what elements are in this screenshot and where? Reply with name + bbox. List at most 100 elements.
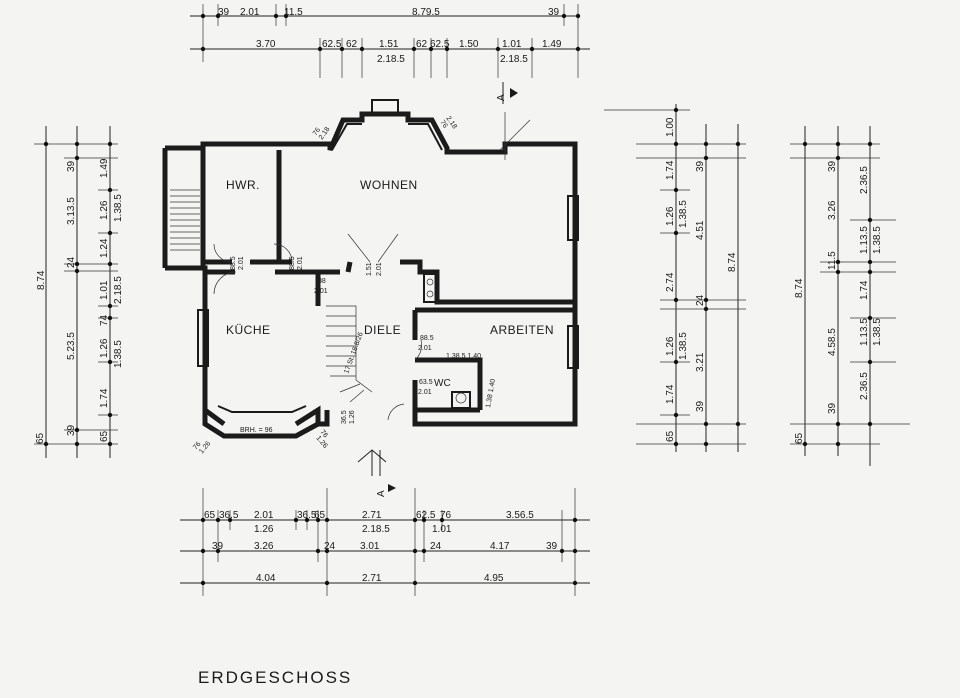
annotation-bay-g: 76 xyxy=(318,429,328,440)
dim-bottom2-4: 3.01 xyxy=(360,541,380,552)
dim-top2-sub-1: 2.18.5 xyxy=(377,54,405,65)
window-right-2 xyxy=(567,325,579,369)
annotation-stair: 17 St. 18.8/26 xyxy=(343,331,365,374)
annotation-door1-a: 88.5 xyxy=(230,256,237,270)
top-bay-window xyxy=(331,123,443,151)
annotation-brh: BRH. = 96 xyxy=(240,427,273,434)
dim-top-2: 2.01 xyxy=(240,7,260,18)
dim-bottom2-7: 39 xyxy=(546,541,558,552)
dim-top-5: 39 xyxy=(548,7,560,18)
room-labels: HWR. WOHNEN KÜCHE DIELE ARBEITEN WC xyxy=(226,178,554,389)
dim-left2-1: 3.13.5 xyxy=(66,197,77,225)
right-dimension-chains: 1.00 1.74 1.26 2.74 1.26 1.74 65 1.38.5 … xyxy=(604,104,746,452)
dim-left3-8: 65 xyxy=(99,430,110,442)
dim-farright-a1: 39 xyxy=(827,160,838,172)
dim-right-b5: 39 xyxy=(695,400,706,412)
annotation-bay-f: 1.26 xyxy=(198,440,212,455)
dim-farright-b2: 1.13.5 xyxy=(859,226,870,254)
wc-wall xyxy=(412,357,483,413)
annotation-door7-b: 1.26 xyxy=(349,410,356,424)
room-label-wc: WC xyxy=(434,378,451,389)
annotation-door3-a: 88 xyxy=(318,278,326,285)
dim-top-4: 8.79.5 xyxy=(412,7,440,18)
dim-right-a3: 1.26 xyxy=(665,206,676,226)
room-label-arbeiten: ARBEITEN xyxy=(490,323,554,337)
annotation-pencil-a: 1.38.5 1.40 xyxy=(446,353,481,360)
arbeiten-wall xyxy=(412,307,575,340)
dim-bottom1-8: 76 xyxy=(440,510,452,521)
dim-right-b2: 4.51 xyxy=(695,220,706,240)
dim-right-b3: 24 xyxy=(695,294,706,306)
chimney xyxy=(423,273,437,303)
dim-bottom1-sub-3: 1.01 xyxy=(432,524,452,535)
dim-farright-b-sub-2: 1.38.5 xyxy=(872,318,883,346)
dim-left3-7: 1.74 xyxy=(99,388,110,408)
dim-top2-4: 1.51 xyxy=(379,39,399,50)
dim-left3-2: 1.26 xyxy=(99,200,110,220)
annotation-door6-a: 63.5 xyxy=(419,379,433,386)
dim-left2-5: 65 xyxy=(35,432,46,444)
dim-top2-3: 62 xyxy=(346,39,358,50)
dim-farright-a3: 4.58.5 xyxy=(827,328,838,356)
window-kitchen-left xyxy=(197,309,209,367)
dim-top2-sub-2: 2.18.5 xyxy=(500,54,528,65)
window-top-bay xyxy=(371,99,399,115)
annotation-door7-a: 36.5 xyxy=(341,410,348,424)
window-right-1 xyxy=(567,195,579,241)
kitchen-bay xyxy=(202,410,320,439)
dim-top2-5: 62 xyxy=(416,39,428,50)
annotation-bay-a: 76 xyxy=(312,127,322,137)
dim-right-a-sub-1: 1.38.5 xyxy=(678,200,689,228)
dim-left3-sub-2: 2.18.5 xyxy=(113,276,124,304)
section-label-top: A xyxy=(496,94,507,101)
annotation-door1-b: 2.01 xyxy=(238,256,245,270)
wohnen-bottom-wall xyxy=(400,259,575,305)
dim-bottom1-9: 3.56.5 xyxy=(506,510,534,521)
dim-right-a-sub-2: 1.38.5 xyxy=(678,332,689,360)
annotation-door2-a: 88.5 xyxy=(289,256,296,270)
far-right-dimension-chains: 8.74 65 39 11.5 4.58.5 39 3.26 1.13.5 1.… xyxy=(790,126,910,466)
diele-wall xyxy=(318,261,353,275)
annotation-bay-h: 1.26 xyxy=(314,435,328,450)
annotation-bay-c: 76 xyxy=(438,119,448,129)
dim-bottom3-3: 4.95 xyxy=(484,573,504,584)
dim-farright-a4: 39 xyxy=(827,402,838,414)
dim-left2-3: 5.23.5 xyxy=(66,332,77,360)
bottom-dimension-chains: 65 36.5 2.01 36.5 65 2.71 62.5 76 3.56.5… xyxy=(180,488,590,596)
dim-right-a2: 1.74 xyxy=(665,160,676,180)
dim-right-a1: 1.00 xyxy=(665,117,676,137)
dim-farright-a2: 11.5 xyxy=(827,251,838,270)
dim-farright-a5: 65 xyxy=(794,432,805,444)
dim-bottom2-1: 39 xyxy=(212,541,224,552)
dim-right-b4: 3.21 xyxy=(695,352,706,372)
outer-wall xyxy=(162,111,578,427)
building-outline xyxy=(162,99,579,439)
section-marker-bottom: A xyxy=(357,449,396,497)
dim-farright-c2: 1.74 xyxy=(859,280,870,300)
room-label-hwr: HWR. xyxy=(226,178,260,192)
dim-bottom1-sub-2: 2.18.5 xyxy=(362,524,390,535)
dim-bottom3-1: 4.04 xyxy=(256,573,276,584)
dim-left-total: 8.74 xyxy=(36,270,47,290)
annotation-door6-b: 2.01 xyxy=(418,389,432,396)
door-swings xyxy=(213,233,422,421)
dim-top-1: 39 xyxy=(218,7,230,18)
annotation-door3-b: 2.01 xyxy=(314,288,328,295)
dim-bottom1-5: 65 xyxy=(314,510,326,521)
annotation-pencil-b: 1.38 1.40 xyxy=(485,378,497,408)
dim-top2-7: 1.50 xyxy=(459,39,479,50)
annotation-bay-e: 76 xyxy=(192,441,202,452)
dim-bottom1-1: 65 xyxy=(204,510,216,521)
dim-bottom1-3: 2.01 xyxy=(254,510,274,521)
dim-bottom2-6: 4.17 xyxy=(490,541,510,552)
hwr-partition xyxy=(205,150,292,265)
entry-stair xyxy=(170,189,200,251)
section-marker-top: A xyxy=(496,82,518,104)
dim-right-a4: 2.74 xyxy=(665,272,676,292)
annotation-door2-b: 2.01 xyxy=(297,256,304,270)
annotation-door5-b: 2.01 xyxy=(418,345,432,352)
dim-right-b1: 39 xyxy=(695,160,706,172)
dim-farright-b3: 1.13.5 xyxy=(859,318,870,346)
dim-top2-1: 3.70 xyxy=(256,39,276,50)
dim-left3-sub-3: 1.38.5 xyxy=(113,340,124,368)
